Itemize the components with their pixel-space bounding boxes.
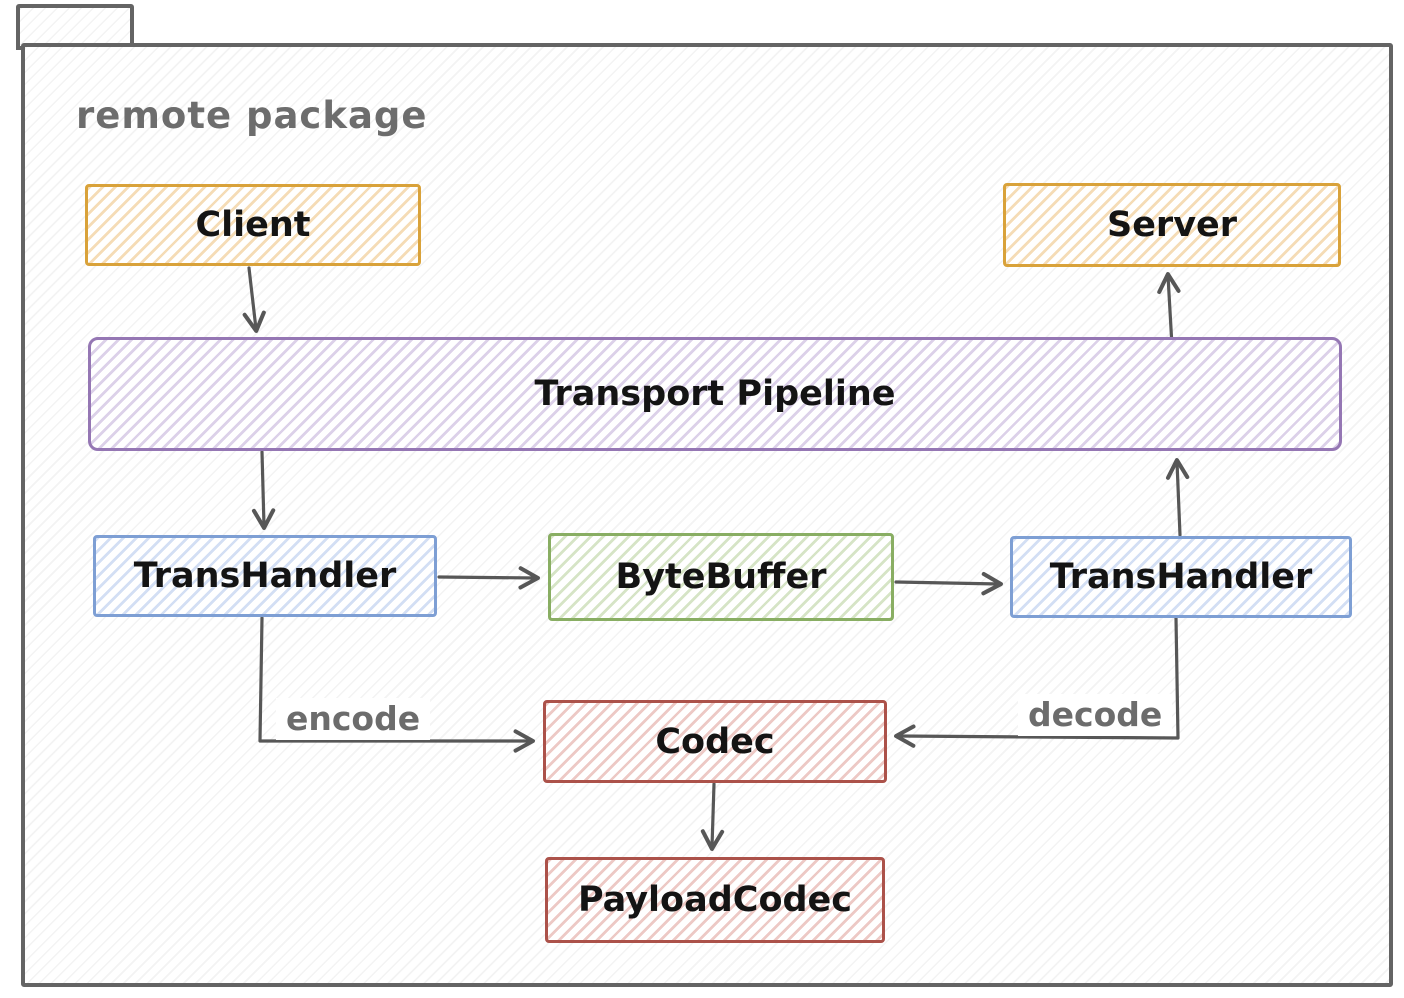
node-bytebuffer-label: ByteBuffer xyxy=(615,557,827,597)
edge-encode-label: encode xyxy=(276,698,431,741)
node-bytebuffer: ByteBuffer xyxy=(548,533,894,621)
package-label: remote package xyxy=(76,94,428,137)
node-payloadcodec: PayloadCodec xyxy=(545,857,885,943)
node-client: Client xyxy=(85,184,421,266)
node-transhandler-left: TransHandler xyxy=(93,535,437,617)
node-codec-label: Codec xyxy=(655,721,775,762)
node-codec: Codec xyxy=(543,700,887,783)
node-transhandler-right-label: TransHandler xyxy=(1049,557,1313,597)
node-transport-pipeline-label: Transport Pipeline xyxy=(534,374,896,414)
node-server: Server xyxy=(1003,183,1341,267)
node-transhandler-right: TransHandler xyxy=(1010,536,1352,618)
node-payloadcodec-label: PayloadCodec xyxy=(577,880,853,920)
package-tab xyxy=(16,4,134,50)
node-transhandler-left-label: TransHandler xyxy=(133,556,397,596)
node-server-label: Server xyxy=(1106,205,1238,245)
node-client-label: Client xyxy=(195,205,311,245)
edge-decode-label: decode xyxy=(1018,694,1173,737)
node-transport-pipeline: Transport Pipeline xyxy=(88,337,1342,451)
